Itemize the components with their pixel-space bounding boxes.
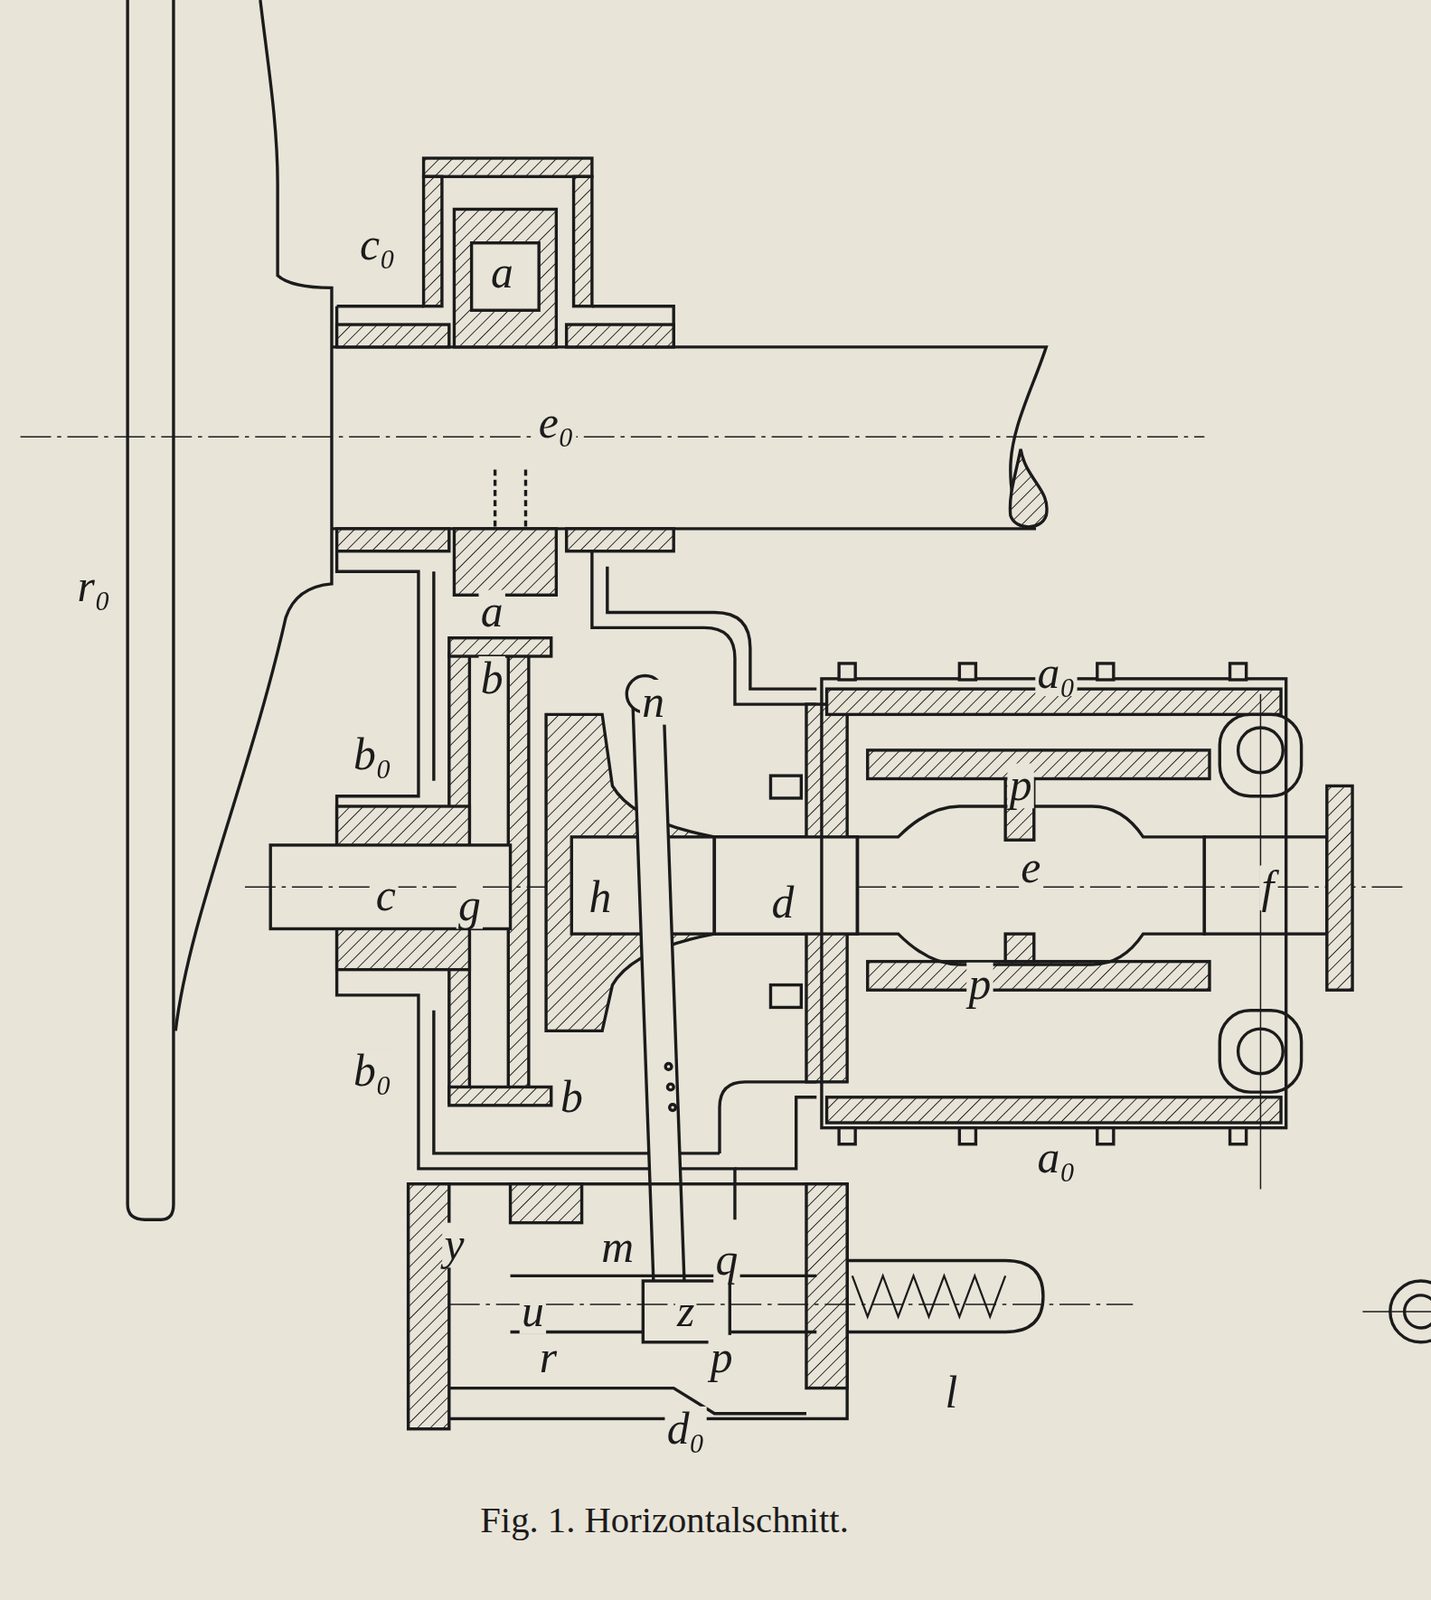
part-letter: e₀ (536, 401, 576, 447)
figure-caption: Fig. 1. Horizontalschnitt. (460, 1492, 869, 1548)
part-letter: d₀ (664, 1406, 707, 1452)
part-letter: e (1018, 845, 1044, 891)
part-letter: b₀ (351, 733, 395, 779)
part-letter: l (942, 1370, 960, 1416)
part-letter: p (966, 962, 993, 1008)
part-letter: c (374, 874, 399, 920)
part-letter: m (599, 1224, 636, 1271)
part-letter: p (708, 1335, 735, 1381)
part-letter: p (1007, 763, 1034, 810)
part-letter: b₀ (351, 1049, 395, 1095)
part-letter: a (479, 590, 506, 636)
part-letter: g (456, 884, 483, 930)
part-letter: q (713, 1238, 740, 1284)
part-letter: a₀ (1035, 650, 1078, 697)
part-letter: c₀ (357, 222, 398, 268)
part-letter: r₀ (75, 564, 113, 610)
part-letter: y (442, 1223, 467, 1269)
part-letter: b (479, 656, 506, 702)
part-letter: d (769, 880, 796, 926)
part-letter: z (675, 1289, 697, 1335)
part-letter: f (1259, 865, 1276, 911)
part-letter: b (558, 1074, 585, 1121)
part-letter: a (489, 251, 516, 297)
part-letter: n (640, 679, 667, 725)
part-letter: a₀ (1035, 1136, 1078, 1182)
part-letter: r (536, 1335, 559, 1381)
part-letter: h (586, 875, 613, 922)
part-letter: u (519, 1289, 547, 1335)
